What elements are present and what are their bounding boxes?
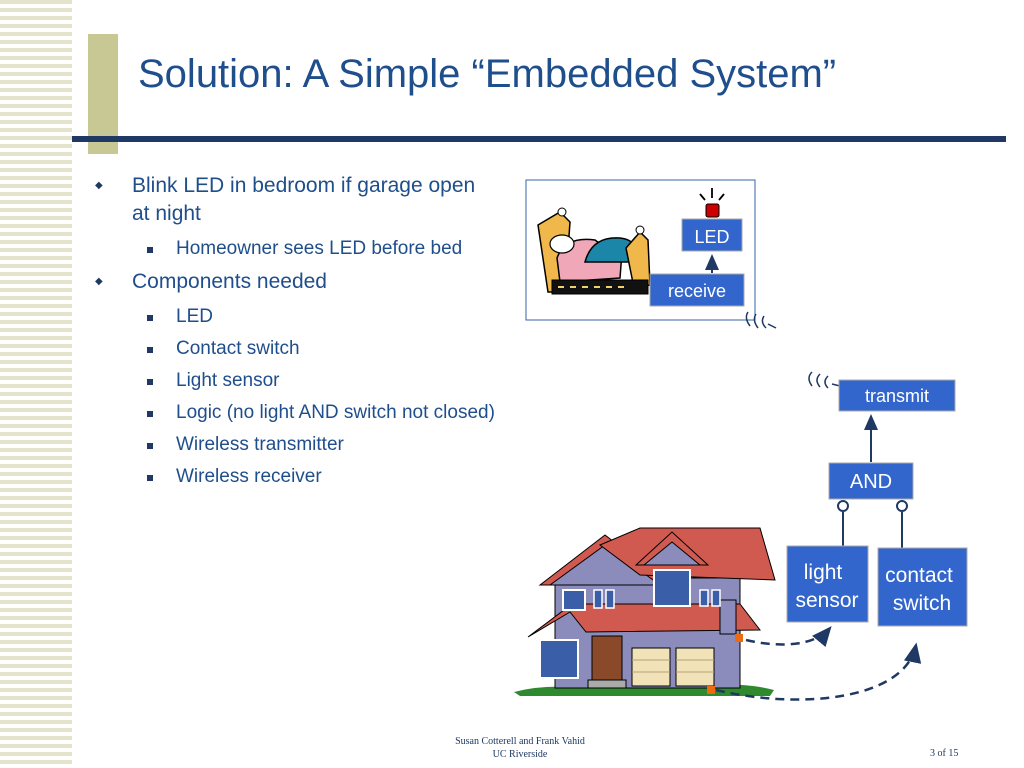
receive-box: [649, 273, 745, 307]
bed-icon: [537, 207, 651, 295]
footer-institution: UC Riverside: [492, 749, 548, 760]
light-sensor-marker: [735, 634, 743, 642]
footer-authors-block: Susan Cotterell and Frank Vahid UC River…: [380, 735, 660, 761]
contact-switch-box: [877, 547, 968, 627]
light-sensor-label-line2: sensor: [795, 589, 858, 612]
light-sensor-label-line1: light: [804, 561, 843, 584]
page-number: 3 of 15: [930, 748, 959, 759]
led-label: LED: [694, 227, 729, 247]
wireless-transmit-icon: [808, 371, 841, 389]
receive-label: receive: [668, 281, 726, 301]
transmit-box: [838, 379, 956, 412]
bullet-list: Blink LED in bedroom if garage open at n…: [95, 172, 495, 496]
bullet-blink-led: Blink LED in bedroom if garage open at n…: [95, 172, 495, 228]
house-icon: [514, 527, 776, 696]
dashed-link-light-sensor: [745, 626, 832, 648]
transmit-label: transmit: [865, 386, 929, 406]
sub-bullet-logic: Logic (no light AND switch not closed): [95, 400, 495, 426]
sub-bullet-wireless-transmitter: Wireless transmitter: [95, 432, 495, 458]
bullet-components-needed: Components needed: [95, 268, 495, 296]
sub-bullet-light-sensor: Light sensor: [95, 368, 495, 394]
striped-sidebar: [0, 0, 72, 768]
and-gate-box: [828, 462, 914, 500]
dashed-link-contact-switch: [715, 642, 922, 701]
inverter-bubble-contact: [896, 500, 908, 512]
sub-bullet-wireless-receiver: Wireless receiver: [95, 464, 495, 490]
sub-bullet-contact-switch: Contact switch: [95, 336, 495, 362]
and-gate-label: AND: [850, 471, 892, 493]
led-light-icon: [699, 188, 725, 218]
sub-bullet-homeowner: Homeowner sees LED before bed: [95, 236, 495, 262]
footer-authors: Susan Cotterell and Frank Vahid: [455, 736, 585, 747]
title-accent-bar: [88, 34, 118, 154]
wireless-receive-icon: [745, 311, 777, 329]
title-rule: [72, 136, 1006, 142]
slide-title: Solution: A Simple “Embedded System”: [138, 52, 837, 96]
light-sensor-box: [786, 545, 869, 623]
sub-bullet-led: LED: [95, 304, 495, 330]
inverter-bubble-light: [837, 500, 849, 512]
led-box: [681, 218, 743, 252]
contact-switch-marker: [707, 686, 715, 694]
contact-switch-label-line1: contact: [885, 564, 953, 587]
contact-switch-label-line2: switch: [893, 592, 951, 615]
